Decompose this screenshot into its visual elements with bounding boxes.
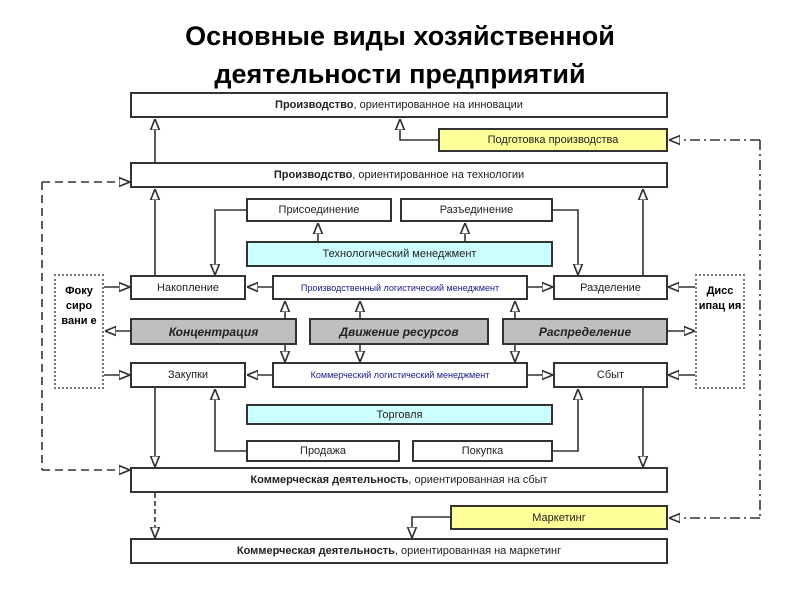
title-line-2: деятельности предприятий [214, 59, 586, 89]
box-sales: Сбыт [553, 362, 668, 388]
box-production-preparation: Подготовка производства [438, 128, 668, 152]
arrow [553, 389, 578, 452]
box-distribution: Распределение [502, 318, 668, 345]
bold-label: Коммерческая деятельность [250, 474, 409, 486]
box-concentration: Концентрация [130, 318, 297, 345]
box-production-innovation: Производство, ориентированное на инновац… [130, 92, 668, 118]
box-marketing: Маркетинг [450, 505, 668, 530]
arrow [215, 209, 246, 275]
arrow [412, 516, 450, 538]
box-dissipation: Дисс ипац ия [695, 274, 745, 389]
box-focusing: Фоку сиро вани е [54, 274, 104, 389]
box-production-technology: Производство, ориентированное на техноло… [130, 162, 668, 188]
arrow [215, 389, 246, 452]
title-line-1: Основные виды хозяйственной [185, 21, 615, 51]
box-tech-management: Технологический менеджмент [246, 241, 553, 267]
bold-label: Производство [275, 99, 354, 111]
box-join: Присоединение [246, 198, 392, 222]
label: , ориентированное на инновации [353, 99, 523, 111]
box-selling: Продажа [246, 440, 400, 462]
bold-label: Производство [273, 169, 353, 181]
box-commercial-marketing: Коммерческая деятельность, ориентированн… [130, 538, 668, 564]
box-purchases: Закупки [130, 362, 246, 388]
label: , ориентированное на технологии [352, 169, 525, 181]
box-commercial-logistics: Коммерческий логистический менеджмент [272, 362, 528, 388]
label: , ориентированная на маркетинг [394, 545, 562, 557]
arrow [553, 209, 578, 275]
bold-label: Коммерческая деятельность [236, 545, 395, 557]
box-buying: Покупка [412, 440, 553, 462]
box-production-logistics: Производственный логистический менеджмен… [272, 275, 528, 300]
box-split: Разъединение [400, 198, 553, 222]
arrow [400, 119, 438, 141]
box-accumulation: Накопление [130, 275, 246, 300]
box-commercial-sales: Коммерческая деятельность, ориентированн… [130, 467, 668, 493]
box-trade: Торговля [246, 404, 553, 425]
label: , ориентированная на сбыт [408, 474, 548, 486]
box-resource-movement: Движение ресурсов [309, 318, 489, 345]
box-separation: Разделение [553, 275, 668, 300]
